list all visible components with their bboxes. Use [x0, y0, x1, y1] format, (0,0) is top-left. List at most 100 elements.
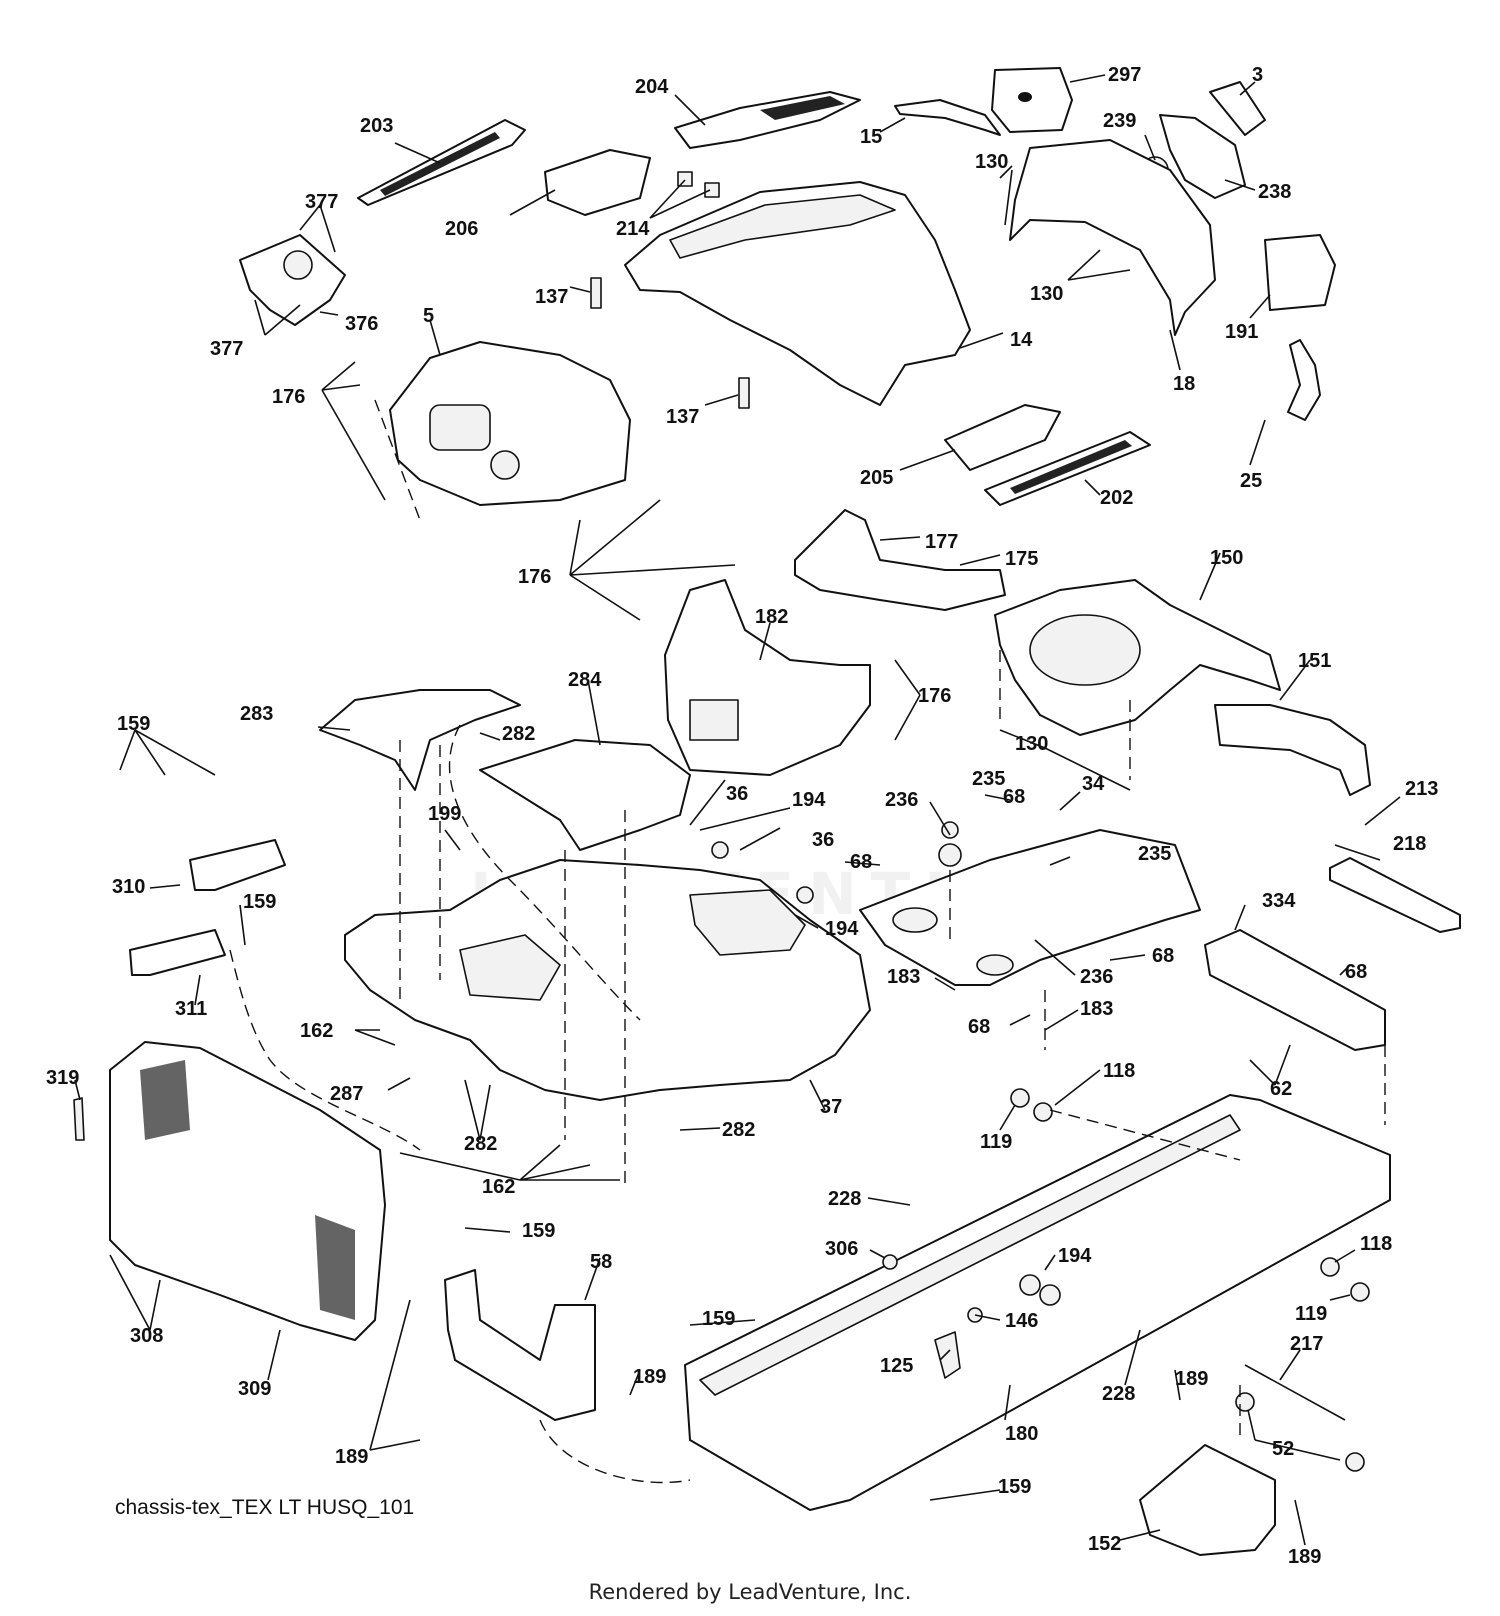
- callout-118-top: 118: [1103, 1060, 1135, 1082]
- part-58-bracket: [444, 1269, 596, 1421]
- callout-308: 308: [130, 1325, 163, 1347]
- callout-68-right: 68: [1152, 945, 1174, 967]
- part-297-hole: [1018, 92, 1032, 102]
- callout-52: 52: [1272, 1438, 1294, 1460]
- part-309-mesh-right: [315, 1215, 355, 1320]
- callout-284: 284: [568, 669, 602, 691]
- callout-180: 180: [1005, 1423, 1038, 1445]
- part-137-pin-a: [590, 277, 602, 309]
- part-376-bracket: [239, 234, 346, 326]
- part-180-rail: [699, 1114, 1241, 1396]
- part-319-clip: [73, 1097, 85, 1141]
- callout-194-top: 194: [792, 789, 826, 811]
- callout-191: 191: [1225, 321, 1258, 343]
- part-52a-bushing: [1235, 1392, 1255, 1412]
- callout-137-top: 137: [535, 286, 568, 308]
- callout-202: 202: [1100, 487, 1133, 509]
- part-152-guard: [1139, 1444, 1276, 1556]
- part-180-frame: [684, 1094, 1391, 1511]
- callout-14: 14: [1010, 329, 1033, 351]
- callout-162-top: 162: [300, 1020, 333, 1042]
- callout-146: 146: [1005, 1310, 1038, 1332]
- callout-309: 309: [238, 1378, 271, 1400]
- callout-68-top: 68: [1003, 786, 1025, 808]
- callout-239: 239: [1103, 110, 1136, 132]
- callout-5: 5: [423, 305, 434, 327]
- part-218-bar: [1329, 857, 1461, 933]
- part-283-fender-left: [319, 689, 521, 791]
- part-204-vents: [760, 96, 845, 120]
- callout-36-mid: 36: [812, 829, 834, 851]
- callout-204: 204: [635, 76, 669, 98]
- callout-228-top: 228: [828, 1188, 861, 1210]
- callout-217: 217: [1290, 1333, 1323, 1355]
- callout-334: 334: [1262, 890, 1296, 912]
- part-191-cap: [1264, 234, 1336, 311]
- callout-159-left: 159: [117, 713, 150, 735]
- callout-311: 311: [175, 998, 207, 1020]
- footer-credit: Rendered by LeadVenture, Inc.: [588, 1580, 912, 1604]
- callout-119-top: 119: [980, 1131, 1012, 1153]
- callout-36-top: 36: [726, 783, 748, 805]
- callout-118-bottom: 118: [1360, 1233, 1392, 1255]
- part-52b-bushing: [1345, 1452, 1365, 1472]
- part-5-window: [429, 404, 491, 451]
- callout-150: 150: [1210, 547, 1243, 569]
- callout-194-bottom: 194: [1058, 1245, 1092, 1267]
- part-194c-nut: [1019, 1274, 1041, 1296]
- callout-377-top: 377: [305, 191, 338, 213]
- callout-62: 62: [1270, 1078, 1292, 1100]
- callout-189-left: 189: [335, 1446, 368, 1468]
- part-37-seat-area: [689, 889, 806, 956]
- callout-238: 238: [1258, 181, 1291, 203]
- part-334-bracket: [1204, 929, 1386, 1051]
- callout-199: 199: [428, 803, 461, 825]
- callout-18: 18: [1173, 373, 1195, 395]
- callout-58: 58: [590, 1251, 612, 1273]
- part-194a-nut: [711, 841, 729, 859]
- assembly-line-k: [539, 1419, 691, 1484]
- callout-213: 213: [1405, 778, 1438, 800]
- callout-176-mid: 176: [518, 566, 551, 588]
- callout-15: 15: [860, 126, 882, 148]
- part-214-clip-a: [677, 171, 693, 187]
- part-175-bracket: [794, 509, 1006, 611]
- callout-177: 177: [925, 531, 958, 553]
- callout-205: 205: [860, 467, 893, 489]
- callout-310: 310: [112, 876, 145, 898]
- callout-189-bottom: 189: [1288, 1546, 1321, 1568]
- callout-130-mid: 130: [1030, 283, 1063, 305]
- callout-159-bottom: 159: [998, 1476, 1031, 1498]
- leader-lines: [74, 74, 1401, 1546]
- part-137-pin-b: [738, 377, 750, 409]
- part-34-plate: [859, 829, 1201, 986]
- part-306-nut: [882, 1254, 898, 1270]
- callout-377-bottom: 377: [210, 338, 243, 360]
- part-118a-washer: [1033, 1102, 1053, 1122]
- callout-159-mid: 159: [243, 891, 276, 913]
- callout-376: 376: [345, 313, 378, 335]
- callout-236-top: 236: [885, 789, 918, 811]
- part-119a-nut: [1010, 1088, 1030, 1108]
- part-118b-washer: [1320, 1257, 1340, 1277]
- part-151-bracket: [1214, 704, 1371, 796]
- callout-218: 218: [1393, 833, 1426, 855]
- part-206-panel: [544, 149, 651, 216]
- part-125-pad: [934, 1331, 961, 1379]
- callout-183-left: 183: [887, 966, 920, 988]
- callout-162-bottom: 162: [482, 1176, 515, 1198]
- callout-228-bottom: 228: [1102, 1383, 1135, 1405]
- callout-151: 151: [1298, 650, 1331, 672]
- assembly-line-j: [229, 949, 421, 1151]
- part-203-grill: [380, 132, 500, 196]
- callout-68-far-right: 68: [1345, 961, 1367, 983]
- callout-3: 3: [1252, 64, 1263, 86]
- part-217-rod: [1244, 1364, 1346, 1421]
- callout-282-top: 282: [502, 723, 535, 745]
- callout-182: 182: [755, 606, 788, 628]
- callout-194-mid: 194: [825, 918, 859, 940]
- part-284-fender-right: [479, 739, 691, 851]
- callout-68-lower: 68: [968, 1016, 990, 1038]
- callout-297: 297: [1108, 64, 1141, 86]
